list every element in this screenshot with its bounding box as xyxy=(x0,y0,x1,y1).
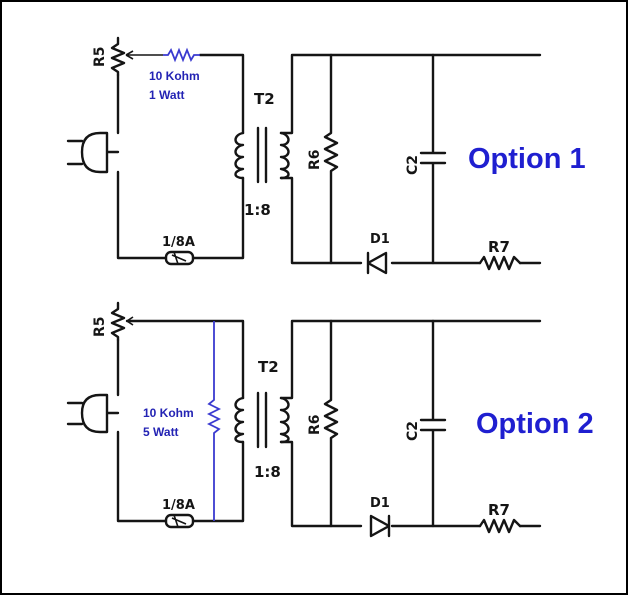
label-r5: R5 xyxy=(92,46,108,67)
primary-wire-left xyxy=(116,338,168,523)
fuse-icon xyxy=(164,250,195,266)
label-r6: R6 xyxy=(307,414,323,435)
resistor-r7 xyxy=(478,518,522,534)
label-t2: T2 xyxy=(254,90,275,108)
label-ratio: 1:8 xyxy=(254,463,281,481)
label-d1: D1 xyxy=(370,496,390,511)
label-fuse: 1/8A xyxy=(162,498,195,513)
potentiometer-wiper xyxy=(125,50,163,60)
plug-icon xyxy=(66,393,120,434)
potentiometer-wiper xyxy=(126,316,134,326)
plug-icon xyxy=(66,131,120,174)
secondary-wires xyxy=(279,319,542,528)
diode-d1 xyxy=(366,251,388,275)
transformer-primary-coil xyxy=(234,396,245,444)
added-resistor-power-1: 1 Watt xyxy=(149,88,185,102)
transformer-secondary-coil xyxy=(279,131,290,180)
option-1-title: Option 1 xyxy=(468,143,586,175)
added-resistor-1w xyxy=(163,47,200,63)
circuit-option-1 xyxy=(66,36,542,275)
label-c2: C2 xyxy=(405,421,421,441)
fuse-icon xyxy=(164,513,195,529)
label-r5: R5 xyxy=(92,316,108,337)
label-r6: R6 xyxy=(307,149,323,170)
added-resistor-power-2: 5 Watt xyxy=(143,425,179,439)
label-fuse: 1/8A xyxy=(162,235,195,250)
transformer-primary-coil xyxy=(234,131,245,180)
potentiometer-r5 xyxy=(110,36,126,77)
diode-d1 xyxy=(369,514,391,538)
primary-wire-left xyxy=(116,73,168,260)
primary-wire-right xyxy=(125,319,245,523)
primary-wire-right xyxy=(191,53,245,260)
potentiometer-r5 xyxy=(110,301,126,342)
transformer-secondary-coil xyxy=(279,396,290,444)
transformer-core xyxy=(256,391,268,449)
added-resistor-value-2: 10 Kohm xyxy=(143,406,194,420)
option-2-title: Option 2 xyxy=(476,408,594,440)
resistor-r7 xyxy=(478,255,522,271)
capacitor-c2 xyxy=(419,319,447,528)
label-ratio: 1:8 xyxy=(244,201,271,219)
label-c2: C2 xyxy=(405,155,421,175)
label-d1: D1 xyxy=(370,232,390,247)
capacitor-c2 xyxy=(419,53,447,265)
added-resistor-value-1: 10 Kohm xyxy=(149,69,200,83)
added-resistor-5w xyxy=(206,321,222,521)
transformer-core xyxy=(256,126,268,184)
resistor-r6 xyxy=(323,53,339,265)
resistor-r6 xyxy=(323,319,339,528)
secondary-wires xyxy=(279,53,542,265)
circuit-option-2 xyxy=(66,301,542,538)
label-t2: T2 xyxy=(258,358,279,376)
label-r7: R7 xyxy=(488,501,510,519)
label-r7: R7 xyxy=(488,238,510,256)
